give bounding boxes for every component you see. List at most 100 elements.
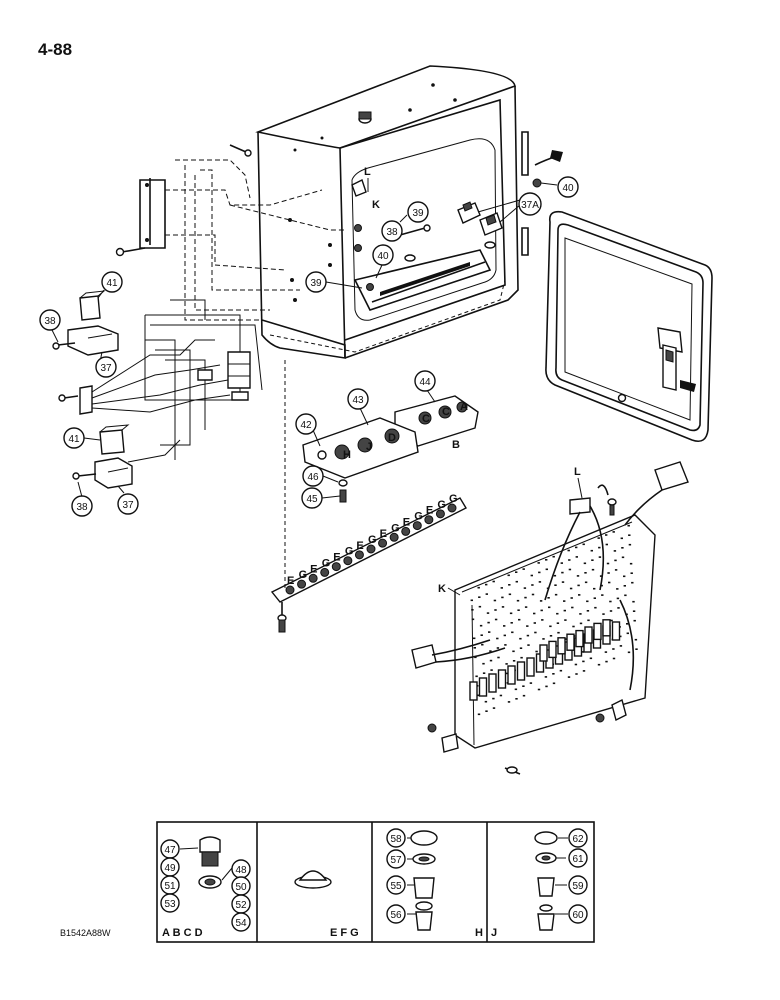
inset-footer-abcd: A B C D — [162, 927, 203, 939]
board-component — [609, 600, 612, 603]
board-component — [537, 562, 540, 564]
svg-text:37: 37 — [122, 500, 134, 511]
board-component — [540, 609, 543, 612]
callout-44: 44 — [414, 370, 436, 403]
board-component — [627, 524, 630, 527]
board-component — [487, 621, 490, 624]
board-component — [568, 559, 571, 561]
board-component — [586, 600, 589, 603]
board-component — [526, 634, 530, 637]
board-component — [533, 612, 536, 615]
board-component — [598, 546, 601, 549]
board-component — [481, 643, 484, 646]
board-component — [520, 656, 523, 659]
strip-terminal-letter: E — [310, 563, 317, 575]
board-component — [602, 613, 605, 615]
svg-text:48: 48 — [235, 865, 247, 876]
board-component — [494, 618, 498, 621]
board-component — [522, 568, 525, 570]
callout-37-left-top: 37 — [95, 351, 117, 378]
board-component — [522, 685, 525, 687]
callout-46: 46 — [302, 465, 339, 487]
svg-text:38: 38 — [76, 502, 88, 513]
board-component — [590, 549, 593, 552]
board-relay — [575, 629, 584, 648]
board-component — [492, 697, 495, 700]
board-component — [545, 559, 548, 561]
svg-text:H: H — [343, 449, 351, 461]
board-component — [575, 546, 578, 549]
board-component — [526, 625, 529, 627]
board-component — [470, 599, 473, 602]
board-component — [553, 574, 557, 577]
board-component — [545, 568, 548, 571]
parts-inset-table: A B C D E F G H J — [156, 821, 595, 943]
strip-terminal-letter: G — [322, 557, 331, 569]
board-component — [517, 609, 520, 611]
board-component — [612, 657, 616, 660]
board-component — [579, 613, 582, 615]
board-component — [606, 562, 610, 565]
board-component — [605, 534, 608, 536]
board-component — [503, 625, 506, 627]
callout-41-bottom: 41 — [63, 427, 101, 449]
board-component — [515, 580, 518, 583]
board-component — [582, 660, 585, 663]
board-component — [594, 606, 597, 609]
strip-terminal — [412, 521, 422, 531]
board-component — [577, 584, 580, 587]
board-component — [515, 571, 518, 573]
board-component — [524, 606, 528, 608]
callout-38-left-bottom: 38 — [71, 481, 93, 517]
board-component — [574, 663, 578, 666]
board-component — [542, 638, 545, 640]
board-component — [564, 619, 567, 621]
board-component — [591, 559, 594, 561]
board-component — [552, 682, 556, 685]
board-component — [512, 650, 515, 653]
board-component — [561, 571, 564, 574]
board-component — [608, 581, 611, 584]
inset-footer-efg: E F G — [330, 927, 359, 939]
board-component — [635, 648, 638, 650]
board-component — [501, 606, 505, 608]
svg-text:56: 56 — [390, 910, 402, 921]
board-component — [627, 651, 631, 654]
board-component — [489, 659, 493, 662]
board-component — [563, 600, 566, 602]
board-component — [612, 648, 615, 650]
circuit-board — [411, 461, 689, 775]
board-component — [486, 612, 490, 614]
board-component — [623, 575, 626, 578]
svg-text:45: 45 — [306, 494, 318, 505]
board-component — [492, 580, 495, 583]
board-component — [567, 676, 571, 678]
board-component — [634, 638, 638, 641]
board-component — [584, 572, 587, 574]
enclosure-box — [255, 65, 563, 359]
board-component — [493, 599, 497, 602]
svg-text:38: 38 — [44, 316, 56, 327]
board-component — [623, 585, 626, 587]
board-component — [605, 660, 608, 663]
board-component — [559, 669, 563, 672]
board-component — [576, 575, 580, 577]
board-relay — [469, 681, 478, 701]
board-component — [476, 694, 479, 697]
svg-text:D: D — [388, 432, 396, 444]
left-bracket-assembly — [52, 159, 345, 489]
strip-terminal-letter: G — [414, 511, 423, 523]
board-component — [541, 619, 544, 621]
strip-terminal — [401, 526, 411, 536]
inset-callouts: 47 49 51 53 48 50 52 54 58 57 55 56 62 6… — [160, 828, 588, 932]
board-component — [485, 583, 488, 586]
strip-terminal — [354, 550, 364, 560]
svg-text:61: 61 — [572, 854, 584, 865]
strip-terminal-letter: G — [449, 493, 458, 505]
board-component — [499, 694, 503, 697]
board-component — [589, 657, 593, 660]
board-component — [619, 645, 623, 647]
board-component — [554, 584, 557, 586]
board-component — [497, 656, 500, 659]
svg-text:60: 60 — [572, 910, 584, 921]
